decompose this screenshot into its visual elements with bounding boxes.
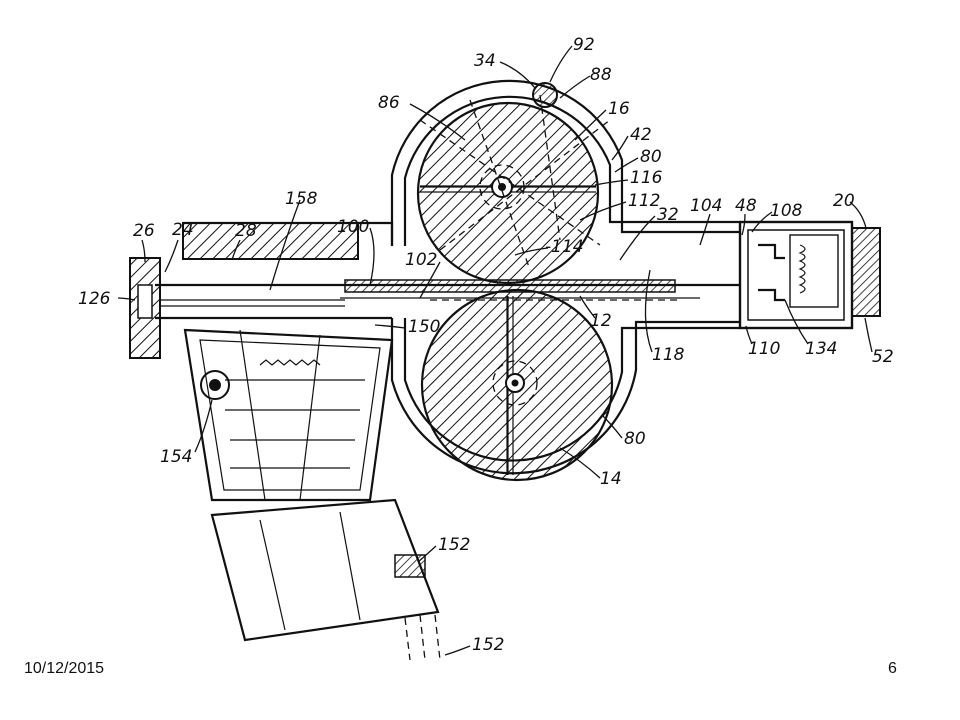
ref-48: 48 [735, 196, 757, 216]
ref-150: 150 [408, 317, 440, 337]
ref-80-lower: 80 [624, 429, 646, 449]
page-number: 6 [888, 660, 897, 677]
ref-88: 88 [590, 65, 612, 85]
leader-lines [117, 45, 873, 656]
ref-108: 108 [770, 201, 803, 221]
ref-134: 134 [805, 339, 837, 359]
ref-14: 14 [600, 469, 622, 489]
ref-158: 158 [285, 189, 318, 209]
ref-104: 104 [690, 196, 722, 216]
upper-rotor-housing [390, 79, 740, 285]
barrel-assembly [155, 221, 740, 320]
ref-86: 86 [378, 93, 400, 113]
magazine [183, 328, 441, 661]
lower-rotor-housing [390, 288, 740, 482]
right-housing [738, 220, 881, 330]
ref-100: 100 [337, 217, 369, 237]
footer-date: 10/12/2015 [24, 660, 105, 677]
ref-116: 116 [630, 168, 663, 188]
ref-92: 92 [573, 35, 595, 55]
ref-118: 118 [652, 345, 685, 365]
ref-152-magazine: 152 [438, 535, 470, 555]
ref-110: 110 [748, 339, 780, 359]
ref-80-upper: 80 [640, 147, 662, 167]
ref-34: 34 [474, 51, 496, 71]
ref-112: 112 [628, 191, 660, 211]
reference-numerals: 92 34 88 86 16 42 80 116 112 158 32 104 … [78, 35, 894, 655]
ref-152-bottom: 152 [472, 635, 504, 655]
left-end-cap [129, 257, 161, 359]
pivot-pin-92 [532, 82, 558, 108]
ref-16: 16 [608, 99, 630, 119]
ref-102: 102 [405, 250, 437, 270]
ref-28: 28 [235, 221, 257, 241]
ref-32: 32 [657, 205, 679, 225]
ref-154: 154 [160, 447, 192, 467]
ref-42: 42 [630, 125, 652, 145]
ref-126: 126 [78, 289, 111, 309]
ref-114: -114 [545, 237, 584, 257]
ref-20: 20 [833, 191, 855, 211]
ref-12: 12 [590, 311, 612, 331]
ref-24: 24 [172, 220, 194, 240]
ref-52: 52 [872, 347, 894, 367]
ref-26: 26 [133, 221, 155, 241]
